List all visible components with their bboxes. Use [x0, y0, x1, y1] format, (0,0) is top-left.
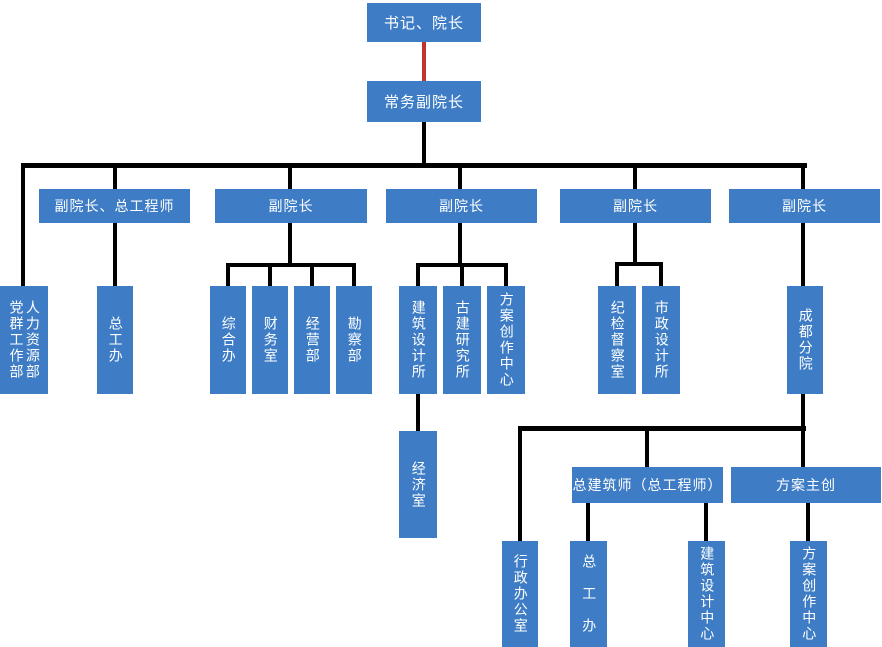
node-secretary-dean: 书记、院长: [367, 3, 481, 42]
connector-drop-discipline: [615, 266, 619, 286]
node-scheme-lead: 方案主创: [731, 467, 881, 503]
node-chengdu-chief-engineer-office-label: 总 工 办: [581, 554, 598, 634]
node-chengdu-branch: 成都分院: [787, 286, 823, 394]
connector-drop-scheme-creation: [504, 267, 508, 286]
connector-secretary-to-exec: [422, 42, 426, 82]
node-secretary-dean-label: 书记、院长: [383, 15, 464, 32]
node-vice-dean-2-label: 副院长: [439, 198, 484, 214]
connector-drop-vice-dean-4: [801, 168, 805, 189]
node-architecture-design-center-label: 建筑设计中心: [699, 546, 716, 642]
node-survey-dept: 勘察部: [336, 286, 372, 394]
connector-drop-survey: [352, 267, 356, 286]
connector-ca-to-ce-office: [586, 503, 590, 541]
connector-vd4-to-chengdu: [801, 223, 805, 286]
node-economy-office-label: 经济室: [410, 460, 427, 509]
connector-vd1-bar: [226, 263, 356, 267]
node-vice-dean-4: 副院长: [729, 189, 880, 223]
connector-sl-to-scc: [806, 503, 810, 541]
node-chengdu-scheme-creation-center: 方案创作中心: [790, 541, 827, 647]
node-chief-engineer-office-label: 总工办: [107, 316, 124, 364]
node-party-hr-depts: 党群工作部 人力资源部: [0, 286, 48, 394]
connector-drop-vice-dean-1: [288, 168, 292, 189]
connector-drop-municipal: [659, 266, 663, 286]
node-vice-dean-1-label: 副院长: [268, 198, 314, 214]
connector-vd2-bar: [416, 263, 508, 267]
connector-drop-ancient-arch: [460, 267, 464, 286]
node-hr-dept-label: 人力资源部: [24, 300, 41, 380]
node-vice-dean-3-label: 副院长: [613, 198, 658, 214]
connector-ca-to-adc: [704, 503, 708, 541]
node-survey-dept-label: 勘察部: [346, 316, 363, 364]
node-architecture-design-institute-label: 建筑设计所: [410, 300, 427, 380]
connector-vdce-to-ce-office: [113, 223, 117, 286]
node-chengdu-scheme-creation-center-label: 方案创作中心: [801, 546, 818, 642]
connector-chengdu-down: [801, 394, 805, 431]
node-admin-office: 行政办公室: [502, 541, 538, 647]
connector-drop-general-affairs: [226, 267, 230, 286]
connector-chengdu-bar: [518, 426, 806, 431]
connector-drop-scheme-lead: [801, 431, 805, 467]
node-scheme-creation-center-label: 方案创作中心: [498, 292, 515, 388]
node-general-affairs-office: 综合办: [210, 286, 246, 394]
connector-trunk-bar: [21, 163, 807, 168]
node-economy-office: 经济室: [399, 431, 437, 538]
node-party-mass-work-dept-label: 党群工作部: [8, 300, 25, 380]
node-chief-engineer-office: 总工办: [97, 286, 133, 394]
node-operations-dept: 经营部: [294, 286, 330, 394]
connector-vd3-bar: [615, 262, 663, 266]
node-chief-architect: 总建筑师（总工程师）: [572, 467, 723, 503]
node-general-affairs-office-label: 综合办: [220, 316, 237, 364]
connector-drop-party-hr: [21, 168, 25, 286]
node-municipal-design-institute-label: 市政设计所: [653, 300, 670, 380]
node-admin-office-label: 行政办公室: [512, 554, 529, 634]
node-vice-dean-1: 副院长: [215, 189, 367, 223]
node-finance-office: 财务室: [252, 286, 288, 394]
connector-vd1-down: [288, 223, 292, 267]
connector-drop-chief-architect: [645, 431, 649, 467]
connector-drop-finance: [268, 267, 272, 286]
node-architecture-design-institute: 建筑设计所: [399, 286, 437, 394]
node-ancient-architecture-research-institute: 古建研究所: [443, 286, 481, 394]
node-scheme-lead-label: 方案主创: [776, 477, 836, 493]
node-finance-office-label: 财务室: [262, 316, 279, 364]
node-chief-architect-label: 总建筑师（总工程师）: [572, 477, 723, 493]
connector-drop-operations: [310, 267, 314, 286]
connector-drop-admin-office: [518, 431, 522, 541]
node-executive-vice-dean-label: 常务副院长: [383, 94, 464, 111]
node-architecture-design-center: 建筑设计中心: [688, 541, 725, 647]
connector-drop-vice-dean-3: [633, 168, 637, 189]
connector-drop-vice-dean-2: [458, 168, 462, 189]
node-vice-dean-3: 副院长: [560, 189, 711, 223]
connector-drop-vice-dean-chief-engineer: [113, 168, 117, 189]
connector-adi-to-economy: [416, 394, 420, 431]
connector-exec-down: [422, 122, 426, 165]
node-vice-dean-4-label: 副院长: [782, 198, 827, 214]
node-municipal-design-institute: 市政设计所: [642, 286, 680, 394]
node-discipline-inspection-office-label: 纪检督察室: [609, 300, 626, 380]
node-executive-vice-dean: 常务副院长: [367, 81, 481, 122]
node-vice-dean-chief-engineer-label: 副院长、总工程师: [54, 198, 175, 214]
connector-vd2-down: [458, 223, 462, 267]
node-chengdu-chief-engineer-office: 总 工 办: [570, 541, 607, 647]
node-vice-dean-2: 副院长: [386, 189, 537, 223]
node-discipline-inspection-office: 纪检督察室: [598, 286, 636, 394]
node-scheme-creation-center: 方案创作中心: [487, 286, 525, 394]
connector-vd3-down: [633, 223, 637, 266]
node-ancient-architecture-research-institute-label: 古建研究所: [454, 300, 471, 380]
node-chengdu-branch-label: 成都分院: [797, 308, 814, 372]
node-vice-dean-chief-engineer: 副院长、总工程师: [39, 189, 190, 223]
connector-drop-arch-design-institute: [416, 267, 420, 286]
node-operations-dept-label: 经营部: [304, 316, 321, 364]
